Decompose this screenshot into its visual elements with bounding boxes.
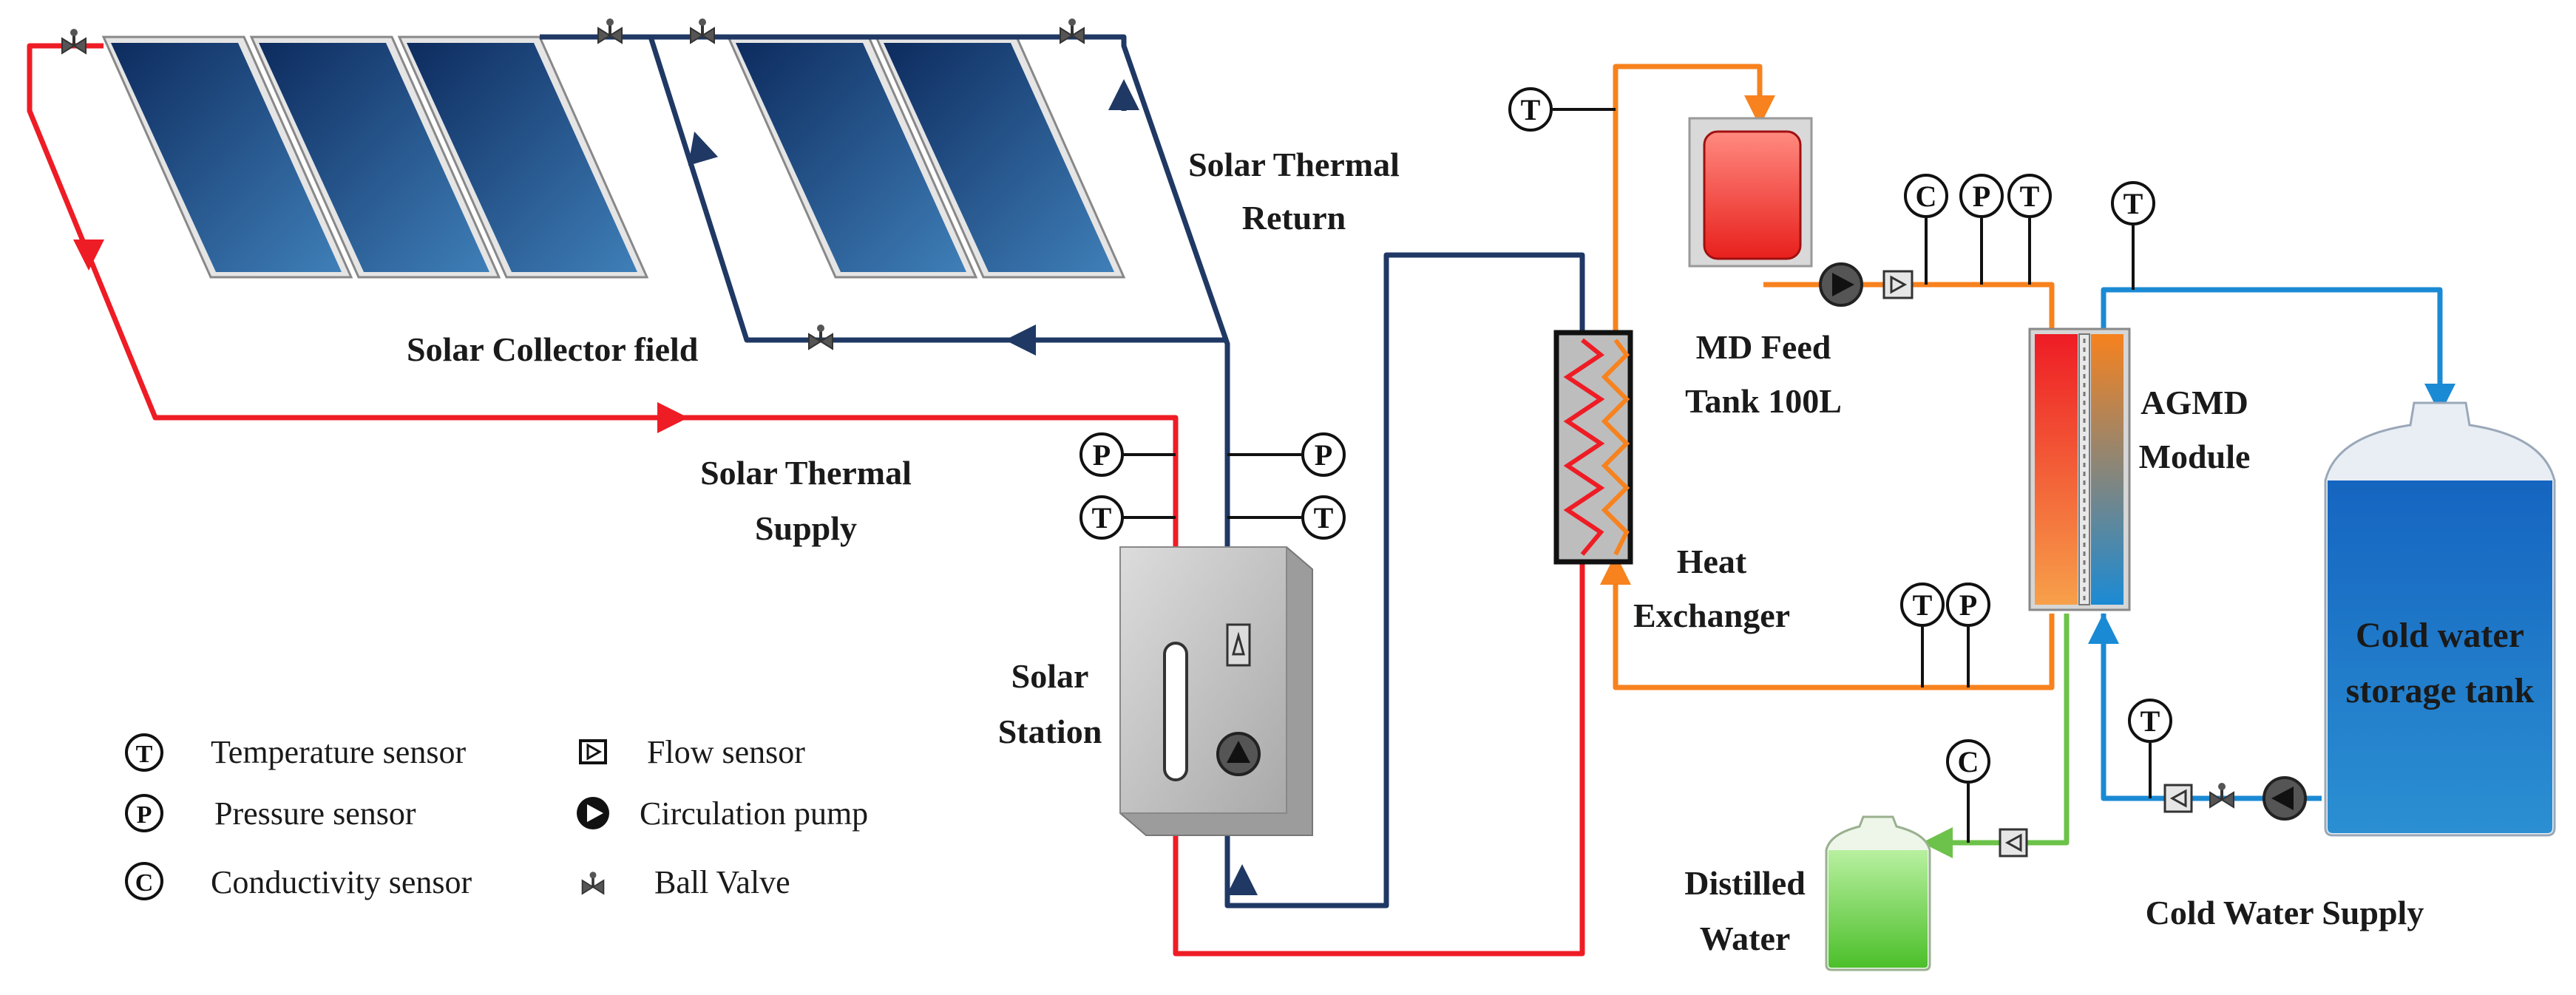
svg-text:P: P [1093, 438, 1111, 472]
circulation-pump-icon[interactable] [2263, 776, 2307, 821]
legend-pressure: P Pressure sensor [125, 794, 416, 832]
ball-valve-icon[interactable] [2209, 781, 2235, 809]
conductivity-sensor-icon [125, 862, 163, 900]
svg-text:T: T [1521, 93, 1541, 126]
svg-text:Circulation pump: Circulation pump [640, 795, 868, 832]
flow-sensor-icon [1226, 623, 1251, 667]
solar-station-label: Solar [1011, 657, 1089, 695]
solar-thermal-supply-line [27, 43, 1585, 957]
legend: T Temperature sensor P Pressure sensor C… [125, 733, 868, 900]
flow-sensor-icon [2163, 784, 2193, 813]
collector-panel [397, 35, 649, 279]
conductivity-sensor-icon: C [1904, 174, 1948, 285]
heat-exchanger-label: Exchanger [1633, 597, 1790, 634]
temperature-sensor-icon: T [1508, 87, 1616, 132]
temperature-sensor-icon: T [2111, 181, 2155, 290]
distilled-water-label: Distilled [1684, 864, 1806, 902]
temperature-sensor-icon: T [1900, 583, 1945, 687]
svg-text:T: T [136, 741, 153, 768]
agmd-module [2028, 327, 2131, 611]
svg-text:C: C [135, 869, 154, 897]
pressure-sensor-icon [125, 794, 163, 832]
svg-text:P: P [1959, 588, 1977, 622]
solar-station [1119, 546, 1313, 836]
conductivity-sensor-icon: C [1946, 739, 1990, 843]
svg-text:T: T [1092, 501, 1112, 534]
solar-collector-field [101, 35, 1126, 279]
heat-exchanger [1553, 330, 1633, 565]
svg-text:Temperature sensor: Temperature sensor [211, 734, 466, 770]
svg-text:P: P [1973, 180, 1990, 213]
pressure-sensor-icon: P [1959, 174, 2004, 285]
svg-text:Conductivity sensor: Conductivity sensor [211, 864, 472, 900]
thermal-supply-label: Supply [755, 509, 857, 547]
solar-thermal-return-line [540, 34, 1585, 909]
svg-text:Flow sensor: Flow sensor [647, 734, 805, 770]
cold-water-storage-tank [2324, 401, 2556, 837]
svg-text:Ball Valve: Ball Valve [654, 864, 790, 900]
circulation-pump-icon[interactable] [1819, 262, 1863, 307]
circulation-pump-icon[interactable] [1216, 732, 1261, 776]
legend-pump: Circulation pump [577, 795, 868, 832]
thermal-supply-label: Solar Thermal [700, 454, 912, 492]
distilled-water-label: Water [1700, 920, 1791, 957]
pressure-sensor-icon: P [1227, 432, 1346, 477]
svg-text:T: T [2020, 180, 2040, 213]
storage-tank-label: storage tank [2346, 671, 2535, 710]
collector-panel [101, 35, 353, 279]
flow-sensor-icon [1999, 828, 2028, 858]
ball-valve-icon [580, 870, 606, 895]
collector-field-label: Solar Collector field [407, 330, 699, 368]
svg-text:P: P [1315, 438, 1332, 472]
svg-text:P: P [137, 801, 152, 829]
distillate-line [1922, 614, 2070, 858]
temperature-sensor-icon: T [1079, 495, 1176, 540]
flow-sensor-icon [1882, 270, 1914, 299]
cold-water-supply-label: Cold Water Supply [2146, 894, 2424, 931]
legend-conductivity: C Conductivity sensor [125, 862, 472, 900]
legend-valve: Ball Valve [580, 864, 790, 900]
ball-valve-icon[interactable] [807, 323, 834, 350]
svg-text:C: C [1958, 745, 1979, 778]
distilled-water-tank [1825, 815, 1931, 971]
feed-tank-label: Tank 100L [1685, 382, 1842, 420]
feed-tank-label: MD Feed [1696, 328, 1831, 366]
legend-flow: Flow sensor [579, 734, 805, 770]
storage-tank-label: Cold water [2356, 616, 2524, 655]
solar-station-label: Station [998, 713, 1102, 750]
legend-temperature: T Temperature sensor [125, 733, 466, 772]
agmd-module-label: AGMD [2141, 384, 2248, 421]
svg-text:T: T [2141, 704, 2160, 738]
svg-text:Pressure sensor: Pressure sensor [214, 795, 416, 832]
thermal-return-label: Return [1242, 199, 1346, 237]
md-feed-tank [1688, 117, 1813, 268]
heat-exchanger-label: Heat [1677, 543, 1747, 580]
svg-text:C: C [1916, 180, 1937, 213]
temperature-sensor-icon [125, 733, 163, 772]
pressure-sensor-icon: P [1079, 432, 1176, 477]
temperature-sensor-icon: T [1227, 495, 1346, 540]
cooling-loop-line [2088, 287, 2455, 801]
pressure-sensor-icon: P [1946, 583, 1990, 687]
svg-text:T: T [2123, 187, 2143, 220]
ball-valve-icon[interactable] [61, 27, 87, 55]
agmd-module-label: Module [2139, 438, 2251, 475]
svg-text:T: T [1913, 588, 1933, 622]
temperature-sensor-icon: T [2007, 174, 2052, 285]
svg-text:T: T [1314, 501, 1334, 534]
collector-panel [249, 35, 501, 279]
temperature-sensor-icon: T [2128, 699, 2172, 798]
sight-glass [1163, 642, 1188, 781]
thermal-return-label: Solar Thermal [1188, 146, 1400, 183]
